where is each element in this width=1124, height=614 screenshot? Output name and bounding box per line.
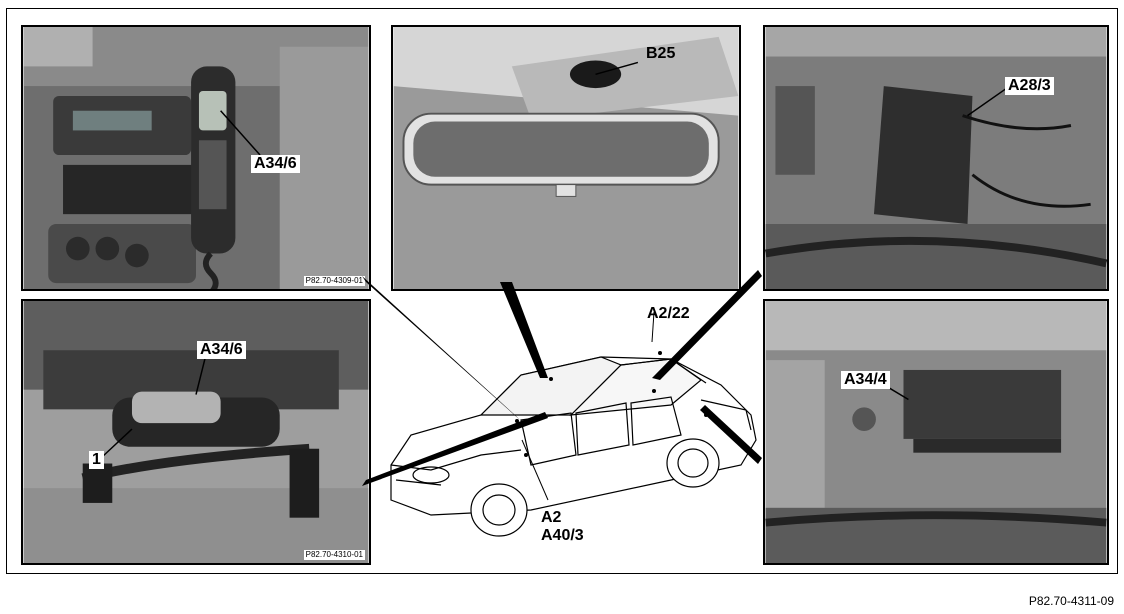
- panel-trunk-module: A34/4: [763, 299, 1109, 565]
- figure-frame: A34/6 P82.70-4309-01 B25 A28/: [6, 8, 1118, 574]
- panel-dashboard-phone: A34/6 P82.70-4309-01: [21, 25, 371, 291]
- mirror-illustration: [393, 27, 739, 289]
- rear-module-photo: [765, 27, 1107, 289]
- callout-item-1: 1: [89, 451, 104, 469]
- label-a2-22: A2/22: [647, 305, 690, 322]
- callout-a28-3: A28/3: [1005, 77, 1054, 95]
- callout-b25: B25: [646, 45, 676, 62]
- panel-armrest-cradle: A34/6 1 P82.70-4310-01: [21, 299, 371, 565]
- trunk-module-photo: [765, 301, 1107, 563]
- callout-a34-6-dashboard: A34/6: [251, 155, 300, 173]
- panel-rear-module: A28/3: [763, 25, 1109, 291]
- label-a40-3: A40/3: [541, 527, 584, 544]
- photo-ref-armrest: P82.70-4310-01: [303, 550, 365, 560]
- photo-ref-dashboard: P82.70-4309-01: [303, 276, 365, 286]
- callout-a34-6-armrest: A34/6: [197, 341, 246, 359]
- armrest-photo: [23, 301, 369, 563]
- panel-rear-view-mirror: B25: [391, 25, 741, 291]
- car-illustration: [390, 351, 757, 537]
- figure-number: P82.70-4311-09: [1028, 594, 1114, 608]
- dashboard-photo: [23, 27, 369, 289]
- label-a2: A2: [541, 509, 562, 526]
- callout-a34-4: A34/4: [841, 371, 890, 389]
